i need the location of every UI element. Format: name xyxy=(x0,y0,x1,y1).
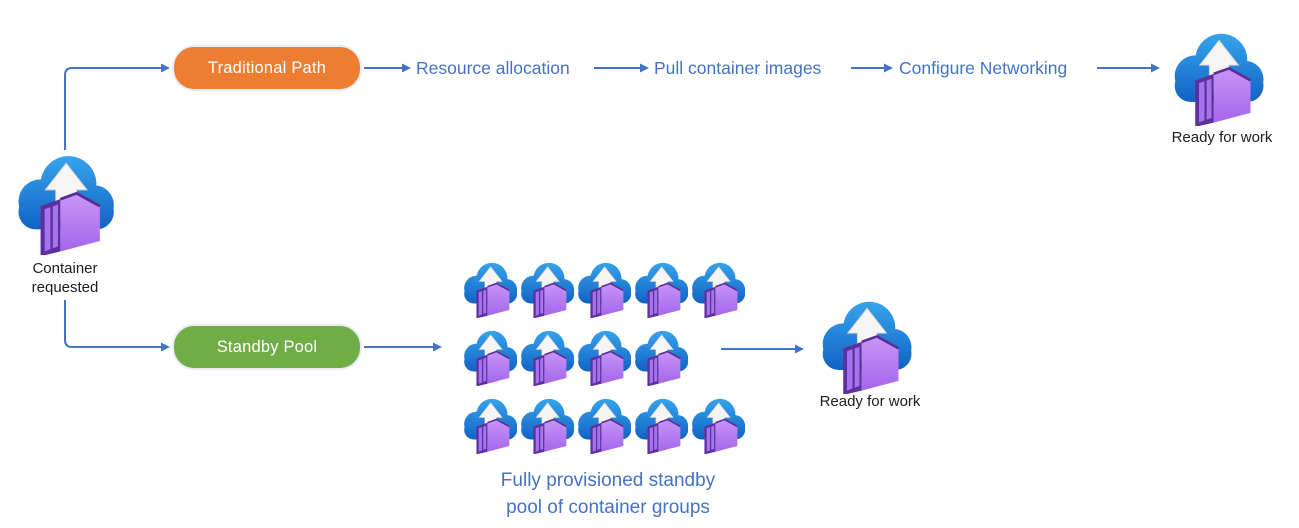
pool-container-instance-icon xyxy=(573,394,635,454)
standby-pool-caption-line1: Fully provisioned standby xyxy=(500,470,716,491)
pool-row xyxy=(459,326,744,386)
pool-container-instance-icon xyxy=(687,258,749,318)
pool-container-instance-icon xyxy=(687,394,749,454)
pool-container-instance-icon xyxy=(630,258,692,318)
container-requested-icon xyxy=(9,148,121,255)
standby-pool-caption: Fully provisioned standby pool of contai… xyxy=(430,467,786,521)
standby-pool-badge-label: Standby Pool xyxy=(216,337,318,356)
standby-pool-badge: Standby Pool xyxy=(172,324,362,370)
step-resource-allocation: Resource allocation xyxy=(416,58,570,78)
step-pull-container-images: Pull container images xyxy=(654,58,822,78)
pool-container-instance-icon xyxy=(459,394,521,454)
pool-container-instance-icon xyxy=(516,258,578,318)
pool-container-instance-icon xyxy=(573,326,635,386)
standby-pool-grid xyxy=(459,258,744,454)
container-requested-label-line2: requested xyxy=(31,279,99,296)
pool-row xyxy=(459,394,744,454)
pool-container-instance-icon xyxy=(459,258,521,318)
pool-container-instance-icon xyxy=(516,326,578,386)
branch-to-standby-arrow xyxy=(64,300,170,352)
pool-container-instance-icon xyxy=(630,394,692,454)
pool-container-instance-icon xyxy=(573,258,635,318)
standby-ready-icon xyxy=(814,294,918,394)
container-requested-label: Container requested xyxy=(9,259,121,297)
pool-container-instance-icon xyxy=(516,394,578,454)
traditional-ready-label: Ready for work xyxy=(1171,129,1273,146)
pool-row xyxy=(459,258,744,318)
pool-container-instance-icon xyxy=(630,326,692,386)
traditional-ready-icon xyxy=(1166,26,1270,126)
standby-pool-caption-line2: pool of container groups xyxy=(506,497,710,518)
container-requested-label-line1: Container xyxy=(32,260,98,277)
branch-to-traditional-arrow xyxy=(64,63,170,150)
traditional-path-badge-label: Traditional Path xyxy=(207,58,327,77)
step-configure-networking: Configure Networking xyxy=(899,58,1068,78)
pool-container-instance-icon xyxy=(459,326,521,386)
standby-ready-label: Ready for work xyxy=(819,393,921,410)
traditional-path-badge: Traditional Path xyxy=(172,45,362,91)
